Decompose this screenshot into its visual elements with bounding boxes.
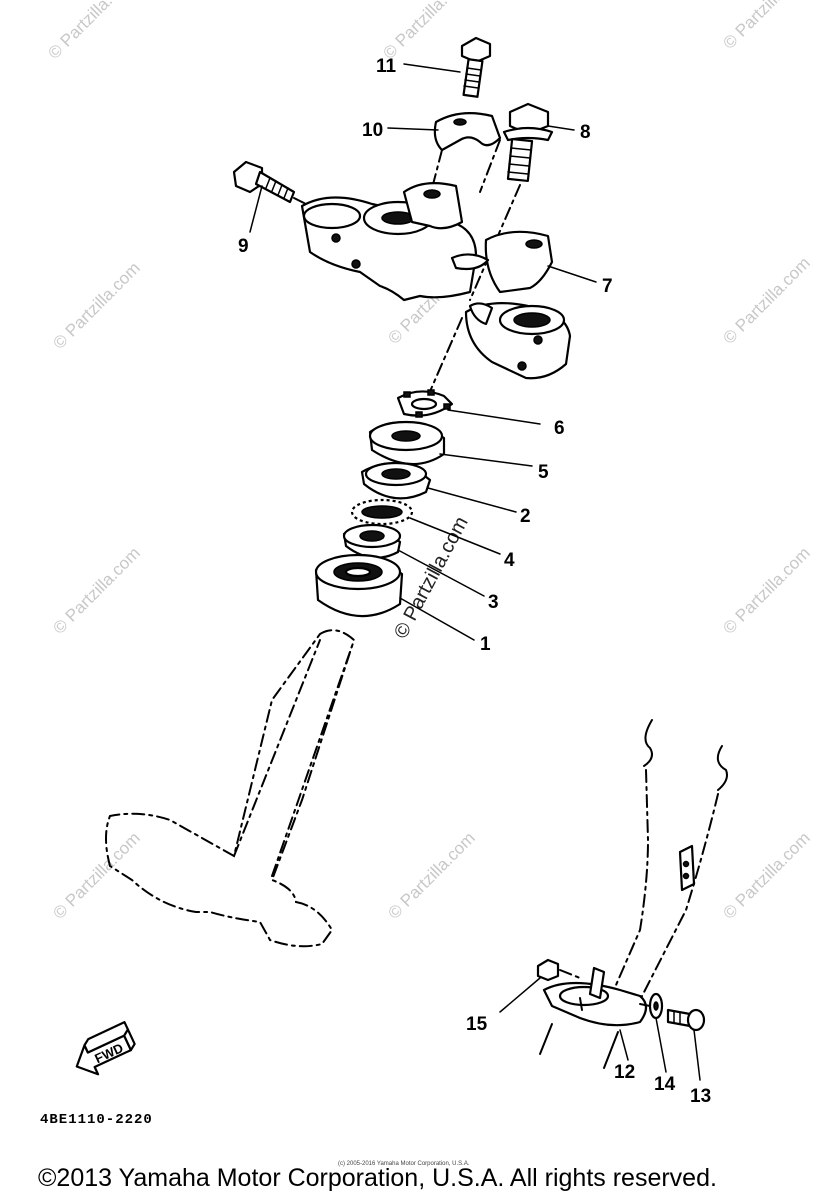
callout-10: 10 bbox=[362, 120, 383, 141]
callout-15: 15 bbox=[466, 1014, 488, 1035]
part-14-washer bbox=[648, 992, 664, 1020]
callout-1: 1 bbox=[480, 634, 491, 655]
callout-4: 4 bbox=[504, 550, 515, 571]
callout-9: 9 bbox=[238, 236, 249, 257]
watermark: © Partzilla.com bbox=[49, 828, 143, 922]
callout-7: 7 bbox=[602, 276, 613, 297]
callout-3: 3 bbox=[488, 592, 499, 613]
part-10-holder-cap bbox=[429, 111, 502, 197]
watermark: © Partzilla.com bbox=[719, 253, 813, 347]
callout-14: 14 bbox=[654, 1074, 676, 1095]
callout-12: 12 bbox=[614, 1062, 635, 1083]
callout-2: 2 bbox=[520, 506, 531, 527]
callout-6: 6 bbox=[554, 418, 565, 439]
part-13-bolt bbox=[639, 1003, 706, 1032]
part-5-bearing-cover bbox=[368, 420, 446, 466]
part-11-bolt bbox=[460, 36, 492, 98]
callout-5: 5 bbox=[538, 462, 549, 483]
part-1-seal bbox=[314, 553, 404, 618]
watermark: © Partzilla.com bbox=[49, 258, 143, 352]
steering-stem-outline bbox=[105, 629, 356, 948]
diagram-code: 4BE1110-2220 bbox=[40, 1112, 153, 1128]
copyright-footer: ©2013 Yamaha Motor Corporation, U.S.A. A… bbox=[38, 1164, 717, 1192]
part-8-bolt bbox=[469, 102, 554, 301]
watermark: © Partzilla.com bbox=[49, 543, 143, 637]
part-9-pinch-bolt bbox=[232, 160, 311, 207]
part-12-guide bbox=[539, 966, 648, 1069]
callout-11: 11 bbox=[376, 56, 397, 77]
callout-8: 8 bbox=[580, 122, 591, 143]
part-7-upper-bracket bbox=[300, 181, 572, 397]
callout-13: 13 bbox=[690, 1086, 711, 1107]
part-3-bearing-race bbox=[342, 523, 402, 559]
watermark: © Partzilla.com bbox=[719, 543, 813, 637]
frame-fork-outline bbox=[605, 719, 728, 1009]
callout-labels: 1 2 3 4 5 6 7 8 9 10 11 12 13 14 15 bbox=[238, 56, 711, 1107]
exploded-steering-diagram: © Partzilla.com © Partzilla.com © Partzi… bbox=[44, 0, 813, 1107]
watermark: © Partzilla.com bbox=[379, 0, 473, 63]
fwd-arrow-icon: FWD bbox=[75, 1021, 136, 1076]
watermark: © Partzilla.com bbox=[44, 0, 138, 63]
part-6-ring-nut bbox=[396, 389, 454, 418]
part-15-nut bbox=[536, 958, 581, 982]
watermark: © Partzilla.com bbox=[719, 0, 813, 53]
watermark: © Partzilla.com bbox=[384, 828, 478, 922]
part-4-ball-bearing bbox=[350, 498, 414, 526]
part-2-bearing-race bbox=[360, 461, 432, 500]
tiny-copyright: (c) 2005-2016 Yamaha Motor Corporation, … bbox=[338, 1161, 470, 1167]
leader-lines bbox=[249, 63, 701, 1081]
watermark: © Partzilla.com bbox=[719, 828, 813, 922]
